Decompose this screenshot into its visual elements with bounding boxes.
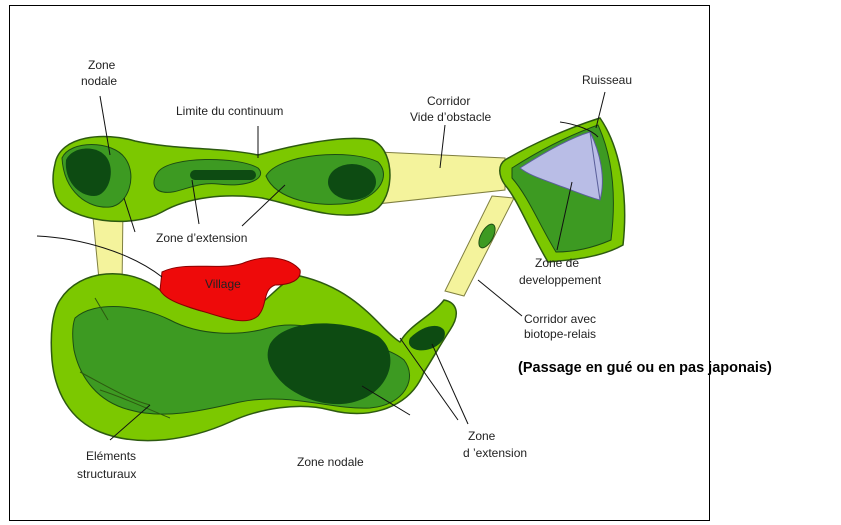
ruisseau-habitat-patch xyxy=(500,118,625,262)
label-zone-extension-bottom-1: Zone xyxy=(468,429,496,443)
label-zone-developpement-2: developpement xyxy=(519,273,602,287)
label-passage: (Passage en gué ou en pas japonais) xyxy=(518,360,772,376)
label-corridor-vide-1: Corridor xyxy=(427,94,470,108)
label-zone-developpement-1: Zone de xyxy=(535,256,579,270)
label-elements-structuraux-2: structuraux xyxy=(77,467,136,481)
label-zone-nodale-top-1: Zone xyxy=(88,58,116,72)
label-corridor-biotope-2: biotope-relais xyxy=(524,327,596,341)
label-limite-continuum: Limite du continuum xyxy=(176,104,283,118)
village-label: Village xyxy=(205,277,241,291)
label-zone-extension-bottom-2: d ’extension xyxy=(463,446,527,460)
label-elements-structuraux-1: Eléments xyxy=(86,449,136,463)
label-ruisseau: Ruisseau xyxy=(582,73,632,87)
label-zone-nodale-bottom: Zone nodale xyxy=(297,455,364,469)
label-zone-nodale-top-2: nodale xyxy=(81,74,117,88)
top-habitat-patch xyxy=(53,137,390,222)
label-zone-extension-top: Zone d’extension xyxy=(156,231,247,245)
label-corridor-biotope-1: Corridor avec xyxy=(524,312,596,326)
label-corridor-vide-2: Vide d’obstacle xyxy=(410,110,491,124)
